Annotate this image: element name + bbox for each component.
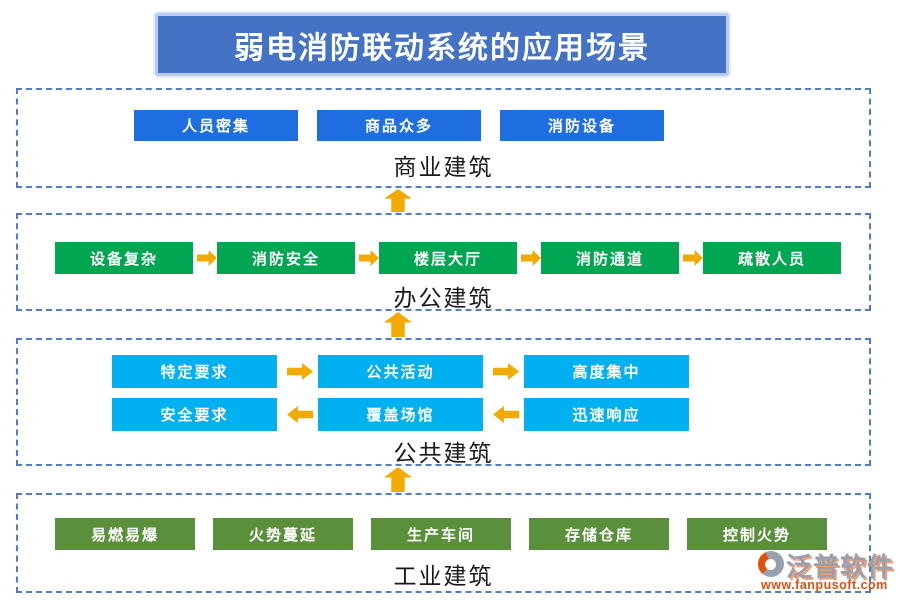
node-floor-lobby: 楼层大厅 [379, 242, 517, 274]
right-arrow-icon [521, 250, 541, 266]
up-arrow-icon [384, 189, 412, 212]
node-fire-equipment: 消防设备 [500, 110, 664, 141]
node-storage-warehouse: 存储仓库 [529, 518, 669, 550]
node-fire-safety: 消防安全 [217, 242, 355, 274]
node-fire-spread: 火势蔓延 [213, 518, 353, 550]
node-cover-venues: 覆盖场馆 [318, 398, 483, 431]
node-production-workshop: 生产车间 [371, 518, 511, 550]
right-arrow-icon [683, 250, 703, 266]
node-highly-concentrated: 高度集中 [524, 355, 689, 388]
left-arrow-icon [287, 406, 313, 423]
node-safety-requirements: 安全要求 [112, 398, 277, 431]
section-label-industrial: 工业建筑 [393, 564, 494, 589]
section-label-public: 公共建筑 [393, 441, 494, 466]
node-many-goods: 商品众多 [317, 110, 481, 141]
section-public: 特定要求 公共活动 高度集中 安全要求 覆盖场馆 迅速响应 公共建筑 [16, 338, 871, 466]
section-commercial: 人员密集 商品众多 消防设备 商业建筑 [16, 88, 871, 188]
section-label-commercial: 商业建筑 [393, 155, 494, 180]
node-specific-requirements: 特定要求 [112, 355, 277, 388]
node-rapid-response: 迅速响应 [524, 398, 689, 431]
fanpu-brand-name: 泛普软件 [786, 552, 895, 582]
node-control-fire: 控制火势 [687, 518, 827, 550]
node-complex-equipment: 设备复杂 [55, 242, 193, 274]
up-arrow-icon [384, 312, 412, 337]
section-office: 设备复杂 消防安全 楼层大厅 消防通道 疏散人员 办公建筑 [16, 213, 871, 311]
up-arrow-icon [384, 467, 412, 492]
fanpu-watermark: 泛普软件 www.fanpusoft.com [753, 547, 898, 593]
fanpu-logo-icon [758, 551, 784, 577]
right-arrow-icon [287, 363, 313, 380]
fanpu-website-url: www.fanpusoft.com [761, 578, 888, 592]
section-label-office: 办公建筑 [393, 286, 494, 311]
node-flammable-explosive: 易燃易爆 [55, 518, 195, 550]
node-fire-passage: 消防通道 [541, 242, 679, 274]
right-arrow-icon [197, 250, 217, 266]
right-arrow-icon [359, 250, 379, 266]
node-evacuate-people: 疏散人员 [703, 242, 841, 274]
page-title: 弱电消防联动系统的应用场景 [155, 13, 729, 76]
section-industrial: 易燃易爆 火势蔓延 生产车间 存储仓库 控制火势 工业建筑 [16, 493, 871, 593]
left-arrow-icon [493, 406, 519, 423]
node-crowded-people: 人员密集 [134, 110, 298, 141]
node-public-activities: 公共活动 [318, 355, 483, 388]
right-arrow-icon [493, 363, 519, 380]
